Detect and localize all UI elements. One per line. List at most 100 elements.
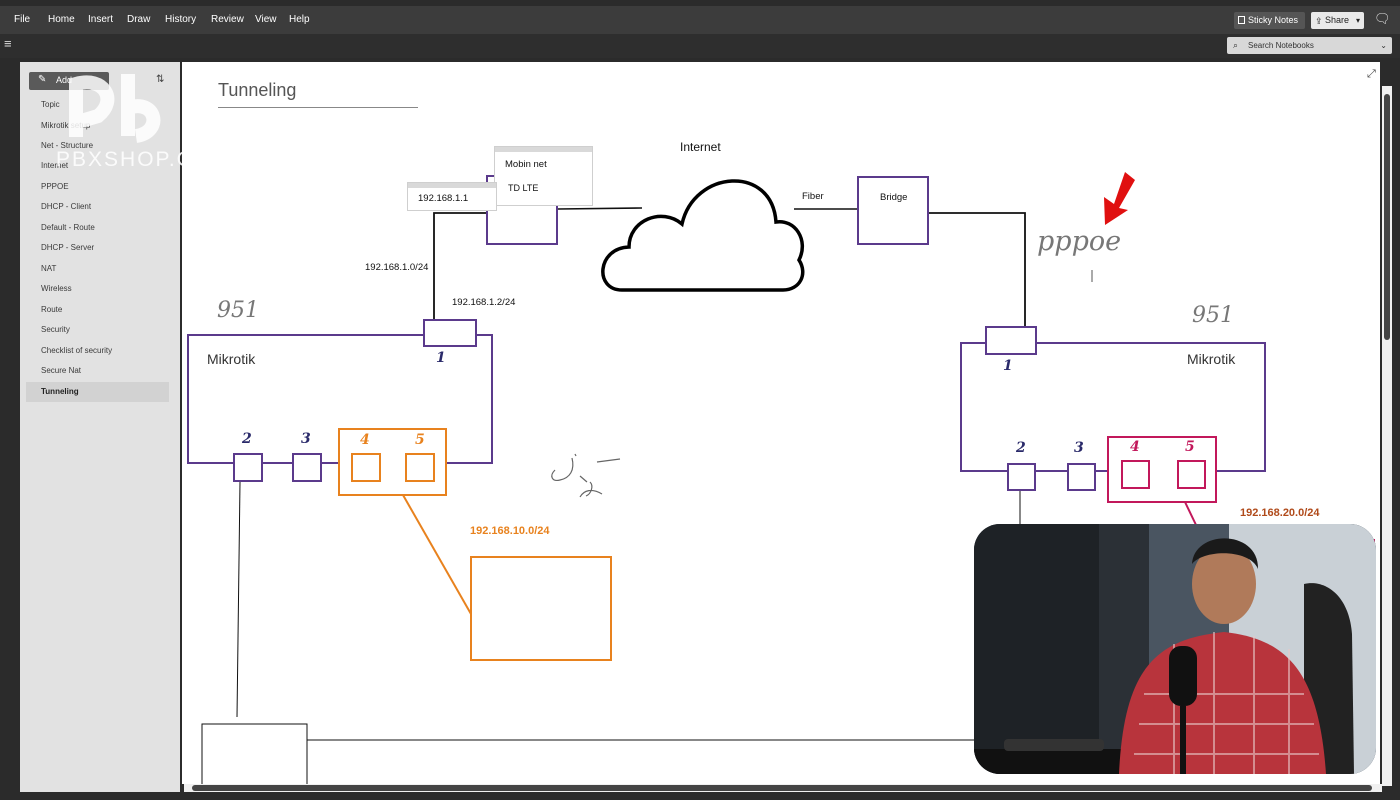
sticky-notes-button[interactable]: Sticky Notes — [1234, 12, 1305, 29]
sidebar-item-mikrotik-setup[interactable]: Mikrotik setup — [41, 121, 91, 130]
sidebar-item-nat[interactable]: NAT — [41, 264, 57, 273]
search-placeholder: Search Notebooks — [1248, 41, 1314, 50]
feedback-icon[interactable]: 🗨 — [1374, 11, 1391, 26]
share-label: Share — [1325, 15, 1350, 25]
sidebar-item-net-structure[interactable]: Net - Structure — [41, 141, 94, 150]
port1-left — [423, 319, 477, 347]
port3-left — [292, 453, 322, 482]
pbxshop-watermark-logo: PBXSHOP.CO — [56, 74, 229, 171]
sticky-note-icon — [1238, 16, 1245, 24]
port5-right-number: 5 — [1185, 439, 1195, 455]
toolbar-row: ≡ — [0, 34, 1400, 58]
port4-right-number: 4 — [1130, 439, 1140, 455]
vertical-scroll-thumb[interactable] — [1384, 94, 1390, 340]
note-ip-address[interactable]: 192.168.1.1 — [407, 182, 497, 211]
sidebar-item-security[interactable]: Security — [41, 325, 70, 334]
search-icon: ⌕ — [1233, 40, 1239, 50]
note-ip-label: 192.168.1.1 — [418, 193, 469, 204]
add-page-label: Add — [56, 75, 73, 85]
menu-file[interactable]: File — [14, 14, 31, 25]
lte-label[interactable]: TD LTE — [508, 183, 539, 193]
port5-right — [1177, 460, 1206, 489]
share-icon: ⇪ — [1315, 16, 1323, 26]
horizontal-scroll-thumb[interactable] — [192, 785, 1372, 791]
vertical-scrollbar[interactable] — [1382, 86, 1392, 786]
menu-view[interactable]: View — [255, 14, 277, 25]
bridge-label: Bridge — [880, 192, 908, 203]
lan-left-label: 192.168.10.0/24 — [470, 525, 550, 537]
bridge-box — [857, 176, 929, 245]
port2-right — [1007, 463, 1036, 491]
port2-right-number: 2 — [1016, 440, 1026, 456]
port1-right — [985, 326, 1037, 355]
lan-right-link — [1184, 501, 1198, 528]
port2-left-number: 2 — [242, 431, 252, 447]
expand-icon[interactable]: ⤢ — [1367, 68, 1376, 80]
port3-right-number: 3 — [1074, 440, 1084, 456]
lan-right-label: 192.168.20.0/24 — [1240, 507, 1320, 519]
share-button[interactable]: ⇪ Share ▾ — [1311, 12, 1364, 29]
sidebar-item-dhcp-server[interactable]: DHCP - Server — [41, 243, 95, 252]
title-underline — [218, 107, 418, 108]
network-label-1: 192.168.1.0/24 — [365, 262, 429, 273]
port1-right-number: 1 — [1003, 358, 1013, 374]
note-header[interactable] — [495, 147, 592, 152]
port3-left-number: 3 — [301, 431, 311, 447]
model-right-handwriting: 951 — [1192, 303, 1234, 328]
bottom-device-box — [201, 723, 308, 784]
chevron-down-icon: ▾ — [1355, 16, 1360, 25]
menu-history[interactable]: History — [165, 14, 197, 25]
mikrotik-left-label: Mikrotik — [207, 351, 256, 367]
horizontal-scrollbar[interactable] — [184, 784, 1382, 792]
sidebar-item-checklist-of-security[interactable]: Checklist of security — [41, 346, 113, 355]
port4-right — [1121, 460, 1150, 489]
sidebar-item-pppoe[interactable]: PPPOE — [41, 182, 69, 191]
page-list-sidebar: ✎ Add ⇅ Topic Mikrotik setup Net - Struc… — [20, 62, 180, 792]
lan-left-box — [470, 556, 612, 661]
note-mobin-label: Mobin net — [505, 159, 547, 170]
sidebar-item-tunneling[interactable]: Tunneling — [26, 382, 169, 402]
sticky-notes-label: Sticky Notes — [1248, 15, 1299, 25]
ip-label-2: 192.168.1.2/24 — [452, 297, 516, 308]
menu-home[interactable]: Home — [48, 14, 75, 25]
model-left-handwriting: 951 — [217, 298, 259, 323]
sidebar-item-default-route[interactable]: Default - Route — [41, 223, 95, 232]
add-page-icon: ✎ — [38, 74, 47, 85]
hamburger-menu-icon[interactable]: ≡ — [4, 36, 12, 51]
lan-left-link — [402, 494, 472, 615]
note-mobin-net[interactable]: Mobin net — [494, 146, 593, 206]
sidebar-item-topic[interactable]: Topic — [41, 100, 60, 109]
sidebar-item-secure-nat[interactable]: Secure Nat — [41, 366, 82, 375]
page-title[interactable]: Tunneling — [218, 80, 297, 100]
internet-cloud — [601, 179, 805, 292]
sidebar-item-route[interactable]: Route — [41, 305, 63, 314]
port3-right — [1067, 463, 1096, 491]
watermark-text: PBXSHOP.CO — [56, 148, 212, 171]
webcam-overlay — [974, 524, 1376, 774]
search-notebooks-input[interactable]: ⌕ Search Notebooks ⌄ — [1227, 37, 1392, 54]
wire-bridge-mikrotik — [929, 212, 1026, 328]
menu-review[interactable]: Review — [211, 14, 244, 25]
lan-right-group — [1107, 436, 1217, 503]
presenter-video — [974, 524, 1376, 774]
sidebar-item-label: Tunneling — [41, 387, 79, 396]
sidebar-item-internet[interactable]: Internet — [41, 161, 69, 170]
port1-left-number: 1 — [436, 350, 446, 366]
note-header[interactable] — [408, 183, 496, 188]
port5-left-number: 5 — [415, 432, 425, 448]
port5-left — [405, 453, 435, 482]
port2-left — [233, 453, 263, 482]
menu-insert[interactable]: Insert — [88, 14, 114, 25]
sidebar-item-wireless[interactable]: Wireless — [41, 284, 72, 293]
wire-lte-cloud — [557, 207, 643, 210]
menu-help[interactable]: Help — [289, 14, 310, 25]
wire-port2-down — [236, 481, 241, 718]
port4-left-number: 4 — [360, 432, 370, 448]
chevron-down-icon: ⌄ — [1380, 41, 1387, 50]
sort-icon[interactable]: ⇅ — [156, 74, 165, 85]
sidebar-item-dhcp-client[interactable]: DHCP - Client — [41, 202, 92, 211]
menu-draw[interactable]: Draw — [127, 14, 151, 25]
handwritten-scribble — [551, 453, 621, 498]
fiber-label: Fiber — [802, 191, 824, 202]
wire-lte-mikrotik — [433, 212, 487, 319]
